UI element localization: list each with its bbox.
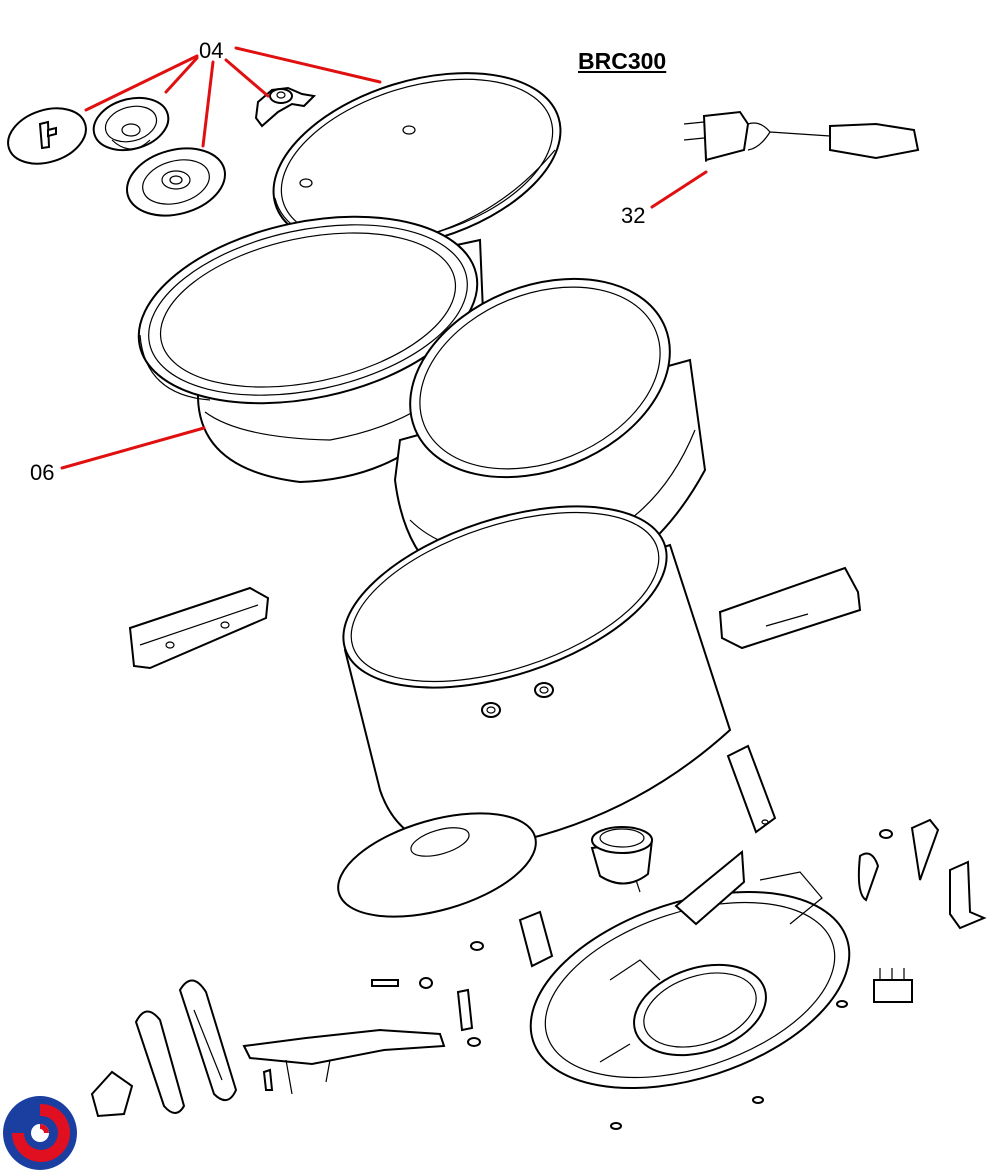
terminal-block — [873, 968, 913, 1003]
callout-06: 06 — [30, 460, 55, 485]
power-cord — [683, 110, 920, 162]
lever-rod — [242, 988, 474, 1095]
control-panel-back — [178, 979, 238, 1101]
base-housing — [529, 849, 851, 1090]
right-handle — [718, 566, 862, 650]
bracket-part — [726, 744, 777, 834]
screws — [371, 829, 893, 1130]
outer-body — [342, 505, 732, 852]
switch-lever — [518, 910, 554, 968]
base-plate — [337, 812, 537, 918]
leader-lines — [60, 46, 708, 470]
spiral-logo-icon — [3, 1096, 77, 1170]
seal-disc-part — [125, 147, 227, 217]
inner-lid-plate — [272, 72, 562, 250]
callout-32: 32 — [621, 203, 646, 228]
model-title: BRC300 — [578, 48, 667, 74]
lid-cap-part — [7, 107, 87, 165]
thermostat-part — [590, 826, 654, 893]
switch-knob — [90, 1070, 134, 1118]
latch-part — [857, 818, 940, 902]
lid-clip-part — [254, 86, 317, 128]
mount-bracket — [949, 860, 987, 930]
control-panel-front — [134, 1010, 186, 1114]
steam-valve-part — [92, 96, 170, 152]
callout-04: 04 — [199, 38, 224, 63]
left-handle — [128, 586, 270, 670]
